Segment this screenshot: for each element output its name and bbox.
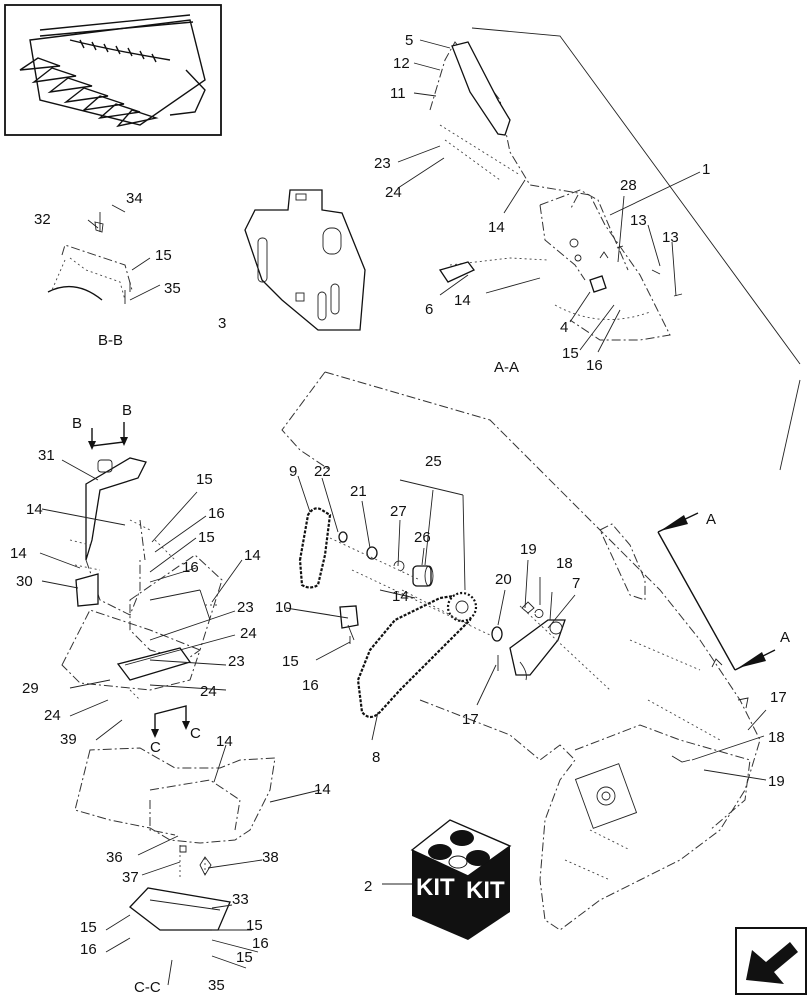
callout-21: 21 [350, 483, 367, 500]
callout-14-aa-lower: 14 [454, 292, 471, 309]
callout-32: 32 [34, 211, 51, 228]
callout-16-aa: 16 [586, 357, 603, 374]
callout-24-left-c: 24 [44, 707, 61, 724]
callout-2: 2 [364, 878, 372, 895]
callout-18-right: 18 [768, 729, 785, 746]
callout-11: 11 [390, 85, 406, 102]
callout-labels: 1 2 3 4 5 6 7 8 9 10 11 12 13 13 14 14 1… [10, 32, 787, 994]
kit-label-left: KIT [416, 874, 455, 901]
callout-23-left-b: 23 [228, 653, 245, 670]
section-arrows-b [88, 422, 128, 450]
callout-30: 30 [16, 573, 33, 590]
callout-17-right: 17 [770, 689, 787, 706]
kit-box-icon: KIT KIT [410, 819, 512, 940]
section-arrows-c [151, 705, 190, 738]
callout-19-right: 19 [768, 773, 785, 790]
callout-36: 36 [106, 849, 123, 866]
section-label-cc: C-C [134, 979, 161, 996]
callout-5: 5 [405, 32, 413, 49]
callout-16-left-a: 16 [208, 505, 225, 522]
section-label-aa: A-A [494, 359, 519, 376]
callout-7: 7 [572, 575, 580, 592]
callout-13-upper: 13 [630, 212, 647, 229]
callout-24-left-b: 24 [200, 683, 217, 700]
callout-28: 28 [620, 177, 637, 194]
arrow-label-b-right: B [122, 402, 132, 419]
callout-31: 31 [38, 447, 55, 464]
callout-15-cc-left: 15 [80, 919, 97, 936]
callout-24-left-a: 24 [240, 625, 257, 642]
callout-14-left-c: 14 [244, 547, 261, 564]
callout-15-cc-right: 15 [246, 917, 263, 934]
callout-14-aa: 14 [488, 219, 505, 236]
callout-24-aa: 24 [385, 184, 402, 201]
callout-16-cc-right: 16 [252, 935, 269, 952]
callout-15-aa: 15 [562, 345, 579, 362]
callout-39: 39 [60, 731, 77, 748]
callout-16-cc-left: 16 [80, 941, 97, 958]
gear-housing [281, 371, 761, 931]
callout-20: 20 [495, 571, 512, 588]
callout-38: 38 [262, 849, 279, 866]
arrow-label-c-left: C [150, 739, 161, 756]
section-labels: A-A B-B C-C A A B B C C [72, 332, 790, 996]
callout-34: 34 [126, 190, 143, 207]
callout-14-bottom-a: 14 [216, 733, 233, 750]
callout-15-left-a: 15 [196, 471, 213, 488]
callout-35-cc: 35 [208, 977, 225, 994]
callout-10: 10 [275, 599, 292, 616]
callout-4: 4 [560, 319, 568, 336]
callout-14-left-a: 14 [26, 501, 43, 518]
section-label-bb: B-B [98, 332, 123, 349]
callout-23-left-a: 23 [237, 599, 254, 616]
callout-26: 26 [414, 529, 431, 546]
callout-37: 37 [122, 869, 139, 886]
callout-15-center: 15 [282, 653, 299, 670]
callout-18-center: 18 [556, 555, 573, 572]
callout-19-center: 19 [520, 541, 537, 558]
kit-label-right: KIT [466, 877, 505, 904]
arrow-label-a-lower: A [780, 629, 790, 646]
callout-25: 25 [425, 453, 442, 470]
callout-35-bb: 35 [164, 280, 181, 297]
callout-14-bottom-b: 14 [314, 781, 331, 798]
callout-15-bb: 15 [155, 247, 172, 264]
arrow-label-a-upper: A [706, 511, 716, 528]
callout-6: 6 [425, 301, 433, 318]
callout-13-right: 13 [662, 229, 679, 246]
callout-9: 9 [289, 463, 297, 480]
callout-12: 12 [393, 55, 410, 72]
callout-16-left-b: 16 [182, 559, 199, 576]
callout-15-left-b: 15 [198, 529, 215, 546]
drive-chains [298, 507, 611, 719]
callout-17-center: 17 [462, 711, 479, 728]
next-page-arrow-icon[interactable] [735, 927, 807, 995]
callout-14-center: 14 [392, 588, 409, 605]
callout-14-left-b: 14 [10, 545, 27, 562]
leader-lines [39, 39, 767, 986]
detail-aa [429, 27, 801, 471]
arrow-label-c-right: C [190, 725, 201, 742]
detail-bb [47, 212, 133, 304]
callout-1: 1 [702, 161, 710, 178]
corn-header-thumbnail [4, 4, 222, 136]
shield-assembly-bottom [74, 747, 276, 931]
callout-33: 33 [232, 891, 249, 908]
callout-8: 8 [372, 749, 380, 766]
callout-3: 3 [218, 315, 226, 332]
callout-16-center: 16 [302, 677, 319, 694]
section-arrows-a [657, 512, 776, 671]
callout-23-aa: 23 [374, 155, 391, 172]
callout-29: 29 [22, 680, 39, 697]
callout-15-cc-bottom: 15 [236, 949, 253, 966]
arrow-label-b-left: B [72, 415, 82, 432]
callout-27: 27 [390, 503, 407, 520]
shield-part [244, 189, 366, 331]
shield-assembly-left [61, 457, 223, 701]
callout-22: 22 [314, 463, 331, 480]
